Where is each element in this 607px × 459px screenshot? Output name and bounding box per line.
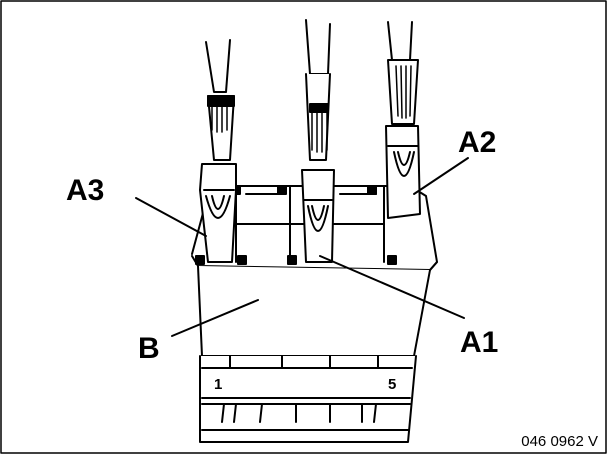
leader-a2 xyxy=(413,157,469,195)
label-b: B xyxy=(138,332,160,365)
label-a2: A2 xyxy=(458,126,496,159)
terminal-a3 xyxy=(199,39,237,263)
terminal-number-right: 5 xyxy=(388,376,396,393)
reference-code: 046 0962 V xyxy=(521,433,598,450)
leader-a1 xyxy=(319,255,465,319)
label-a3: A3 xyxy=(66,174,104,207)
terminal-a1 xyxy=(301,19,335,263)
terminal-a2 xyxy=(385,21,421,219)
leader-b xyxy=(171,299,259,337)
terminal-number-left: 1 xyxy=(214,376,222,393)
label-a1: A1 xyxy=(460,326,498,359)
leader-a3 xyxy=(135,197,207,237)
